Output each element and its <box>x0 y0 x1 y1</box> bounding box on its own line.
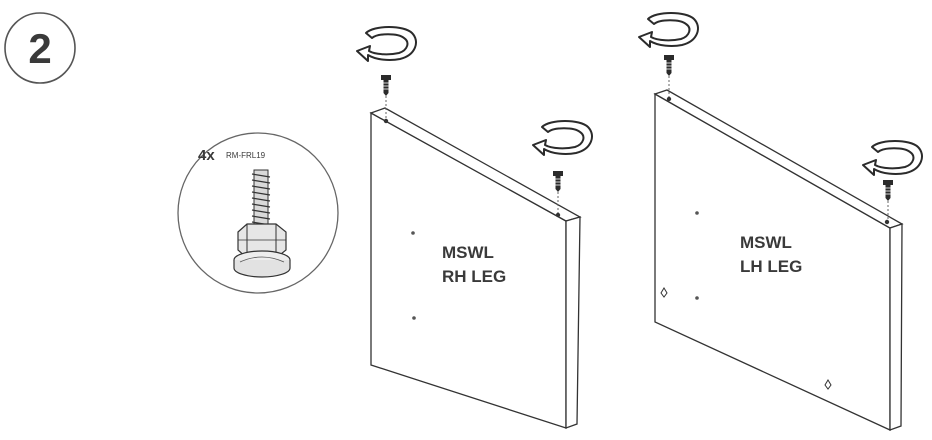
rotate-screw-icon <box>532 120 593 156</box>
screw-icon <box>552 170 564 192</box>
hardware-callout: 4x RM-FRL19 <box>177 132 339 294</box>
screw-icon <box>663 54 675 76</box>
rh-panel-label-line2: RH LEG <box>442 267 506 286</box>
screw-icon <box>380 74 392 96</box>
screw-icon <box>882 179 894 201</box>
rh-leg-panel: MSWL RH LEG <box>369 107 582 429</box>
step-number: 2 <box>28 25 51 72</box>
insertion-guides <box>385 76 889 220</box>
hardware-quantity: 4x <box>198 147 215 164</box>
hardware-part-code: RM-FRL19 <box>226 151 266 160</box>
leveling-foot-icon <box>233 169 291 278</box>
lh-panel-label-line2: LH LEG <box>740 257 802 276</box>
lh-panel-label-line1: MSWL <box>740 233 792 252</box>
rh-panel-label-line1: MSWL <box>442 243 494 262</box>
rotate-screw-icon <box>862 140 923 176</box>
step-badge: 2 <box>4 12 76 84</box>
rotate-screw-icon <box>638 12 699 48</box>
rotate-screw-icon <box>356 26 417 62</box>
lh-leg-panel: MSWL LH LEG <box>653 89 904 432</box>
